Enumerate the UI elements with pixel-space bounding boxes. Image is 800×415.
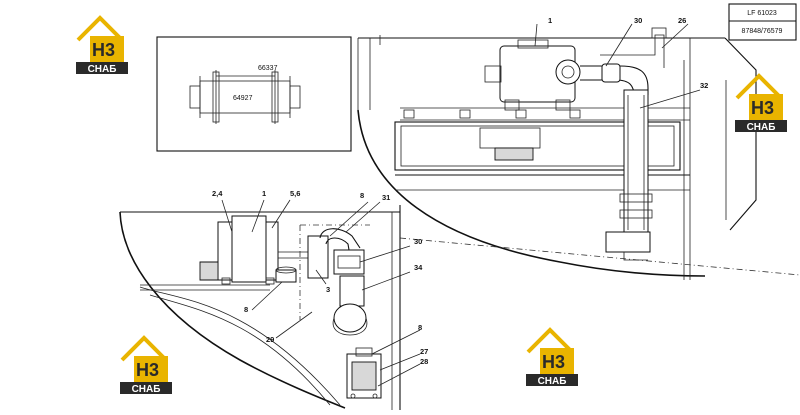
svg-text:H3: H3 [92, 40, 115, 60]
inset-dim-top: 66337 [258, 65, 278, 72]
svg-text:H3: H3 [136, 360, 159, 380]
upper-machine-view [357, 27, 800, 280]
watermark-logo-bottom-left: H3 СНАБ [120, 335, 172, 395]
callout-27: 27 [420, 347, 428, 356]
callout-34: 34 [414, 263, 423, 272]
svg-text:СНАБ: СНАБ [538, 376, 567, 387]
svg-text:СНАБ: СНАБ [747, 122, 776, 133]
callout-29: 29 [266, 335, 274, 344]
callout-31: 31 [382, 193, 390, 202]
watermark-logo-right: H3 СНАБ [735, 73, 787, 133]
upper-callouts: 1 30 26 32 [534, 16, 708, 109]
callout-8-b: 8 [244, 305, 248, 314]
callout-30-top: 30 [634, 16, 642, 25]
callout-8-c: 8 [418, 323, 422, 332]
svg-text:СНАБ: СНАБ [88, 64, 117, 75]
lower-callouts: 2,4 1 5,6 8 31 30 34 3 8 29 8 27 28 [212, 189, 428, 387]
callout-26: 26 [678, 16, 686, 25]
callout-1-bottom: 1 [262, 189, 266, 198]
callout-32: 32 [700, 81, 708, 90]
callout-5-6: 5,6 [290, 189, 300, 198]
callout-30-bottom: 30 [414, 237, 422, 246]
callout-1-top: 1 [548, 16, 552, 25]
callout-8-a: 8 [360, 191, 364, 200]
svg-text:СНАБ: СНАБ [132, 384, 161, 395]
title-block: LF 61023 87848/76579 [728, 3, 797, 41]
lower-detail-view [119, 205, 401, 410]
callout-28: 28 [420, 357, 428, 366]
svg-text:H3: H3 [751, 98, 774, 118]
svg-text:H3: H3 [542, 352, 565, 372]
callout-3: 3 [326, 285, 330, 294]
inset-detail: 66337 64927 [156, 36, 352, 152]
title-code: LF 61023 [747, 10, 777, 17]
title-ref: 87848/76579 [742, 28, 783, 35]
watermark-logo-top-left: H3 СНАБ [76, 15, 128, 75]
watermark-logo-bottom-center: H3 СНАБ [526, 327, 578, 387]
callout-2-4: 2,4 [212, 189, 223, 198]
inset-dim-mid: 64927 [233, 95, 253, 102]
